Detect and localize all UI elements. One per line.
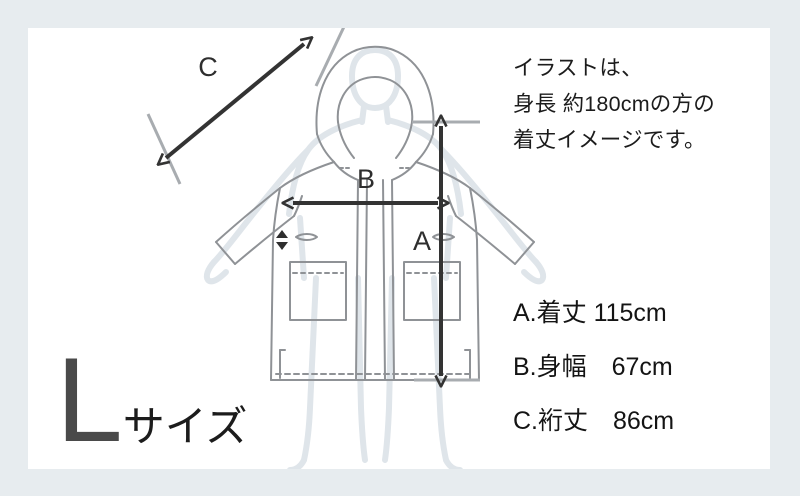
note-line-3: 着丈イメージです。: [513, 128, 706, 152]
dimension-label-c: C: [198, 52, 218, 82]
measurement-row-c: C.裄丈 86cm: [513, 407, 675, 435]
size-chart-illustration: C B A: [146, 28, 547, 469]
size-letter: L: [56, 333, 123, 467]
note-line-1: イラストは、: [513, 56, 643, 80]
dimension-arrows: [166, 44, 441, 376]
measurement-list: A.着丈 115cm B.身幅 67cm C.裄丈 86cm: [513, 286, 768, 448]
person-silhouette: [203, 47, 547, 469]
dimension-arrow-c: [166, 44, 304, 158]
sleeve-adjust-marker-left: [276, 230, 288, 250]
rain-coat-outline: [215, 45, 535, 381]
dimension-label-a: A: [413, 226, 431, 256]
dimension-label-b: B: [357, 164, 375, 194]
measurement-row-b: B.身幅 67cm: [513, 353, 673, 381]
illustration-note: イラストは、 身長 約180cmの方の 着丈イメージです。: [513, 50, 763, 158]
illustration-canvas: C B A イラストは、 身長 約180cmの方の 着丈イメージです。 A.着丈…: [28, 28, 770, 469]
size-word: サイズ: [122, 403, 248, 450]
note-line-2: 身長 約180cmの方の: [513, 92, 715, 116]
measurement-row-a: A.着丈 115cm: [513, 299, 667, 327]
size-badge: L サイズ: [56, 333, 248, 467]
